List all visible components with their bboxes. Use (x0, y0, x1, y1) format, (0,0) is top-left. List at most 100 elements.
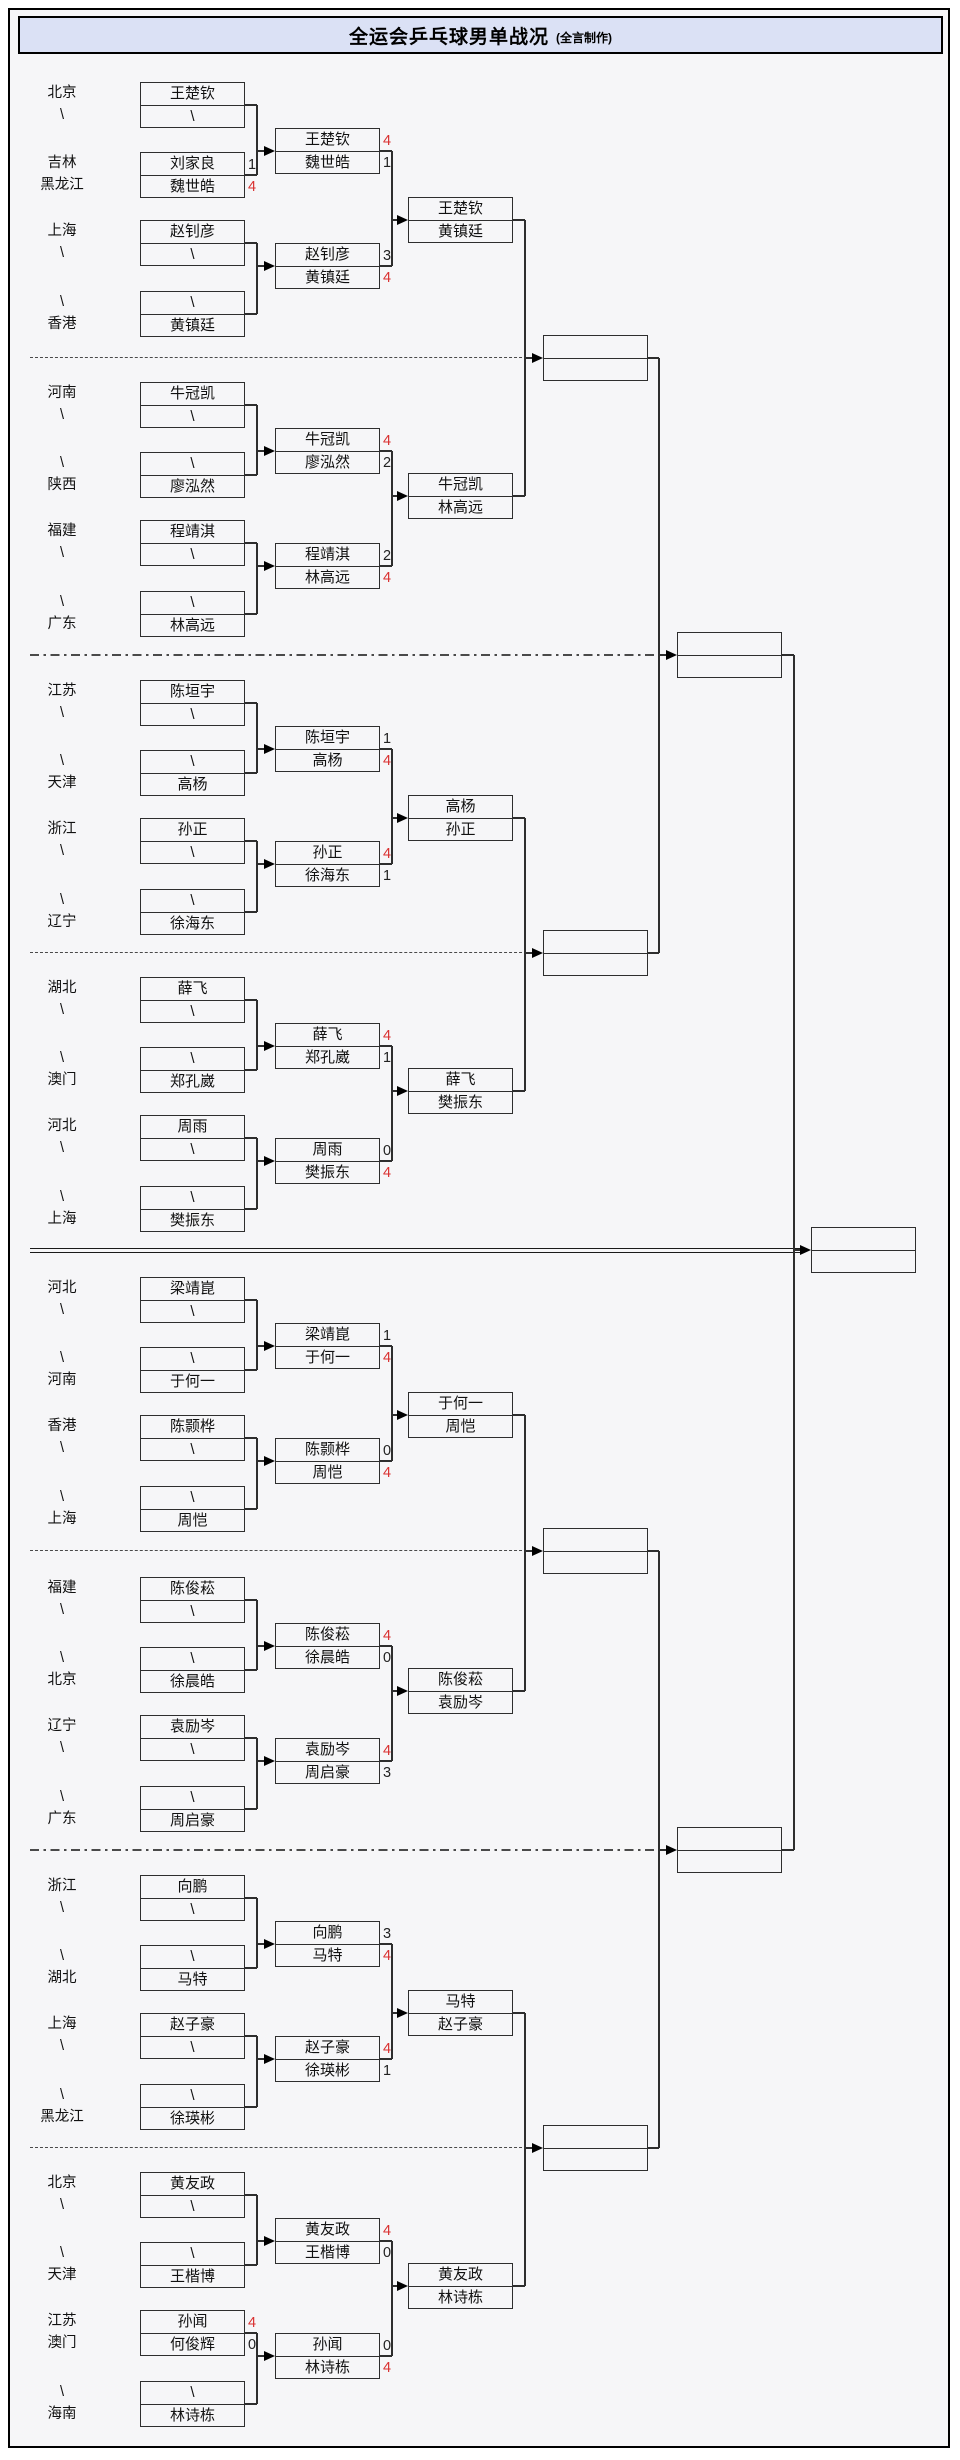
quarterfinal-box (543, 1528, 648, 1574)
connector-line (513, 2285, 525, 2287)
section-divider (30, 1550, 532, 1552)
connector-line (380, 748, 392, 750)
province-label: \ (59, 1350, 65, 1366)
connector-line (245, 1299, 257, 1301)
province-label: 香港 (47, 1418, 77, 1434)
connector-line (257, 1645, 266, 1647)
arrow-right-icon (397, 2280, 408, 2291)
connector-line (257, 150, 266, 152)
connector-line (245, 104, 257, 106)
arrow-right-icon (397, 1409, 408, 1420)
connector-line (391, 1346, 393, 1461)
connector-line (245, 542, 257, 544)
player-cell: 徐晨皓 (304, 1648, 350, 1666)
score-label: 4 (383, 132, 392, 149)
connector-line (245, 474, 257, 476)
player-cell: 徐瑛彬 (304, 2061, 350, 2079)
connector-line (257, 1760, 266, 1762)
connector-line (392, 2285, 399, 2287)
player-cell: 高杨 (177, 775, 208, 793)
connector-line (391, 151, 393, 266)
province-label: 天津 (47, 2267, 77, 2283)
quarterfinal-box (543, 335, 648, 381)
score-label: 3 (383, 1764, 392, 1781)
province-label: \ (59, 245, 65, 261)
player-cell: 黄友政 (141, 2173, 244, 2196)
score-label: 0 (383, 1442, 392, 1459)
province-label: 吉林 (47, 155, 77, 171)
connector-line (380, 565, 392, 567)
arrow-right-icon (264, 145, 275, 156)
round2-box: 赵子豪徐瑛彬 (275, 2036, 380, 2082)
player-cell: \ (190, 843, 195, 861)
connector-line (513, 1690, 525, 1692)
connector-line (257, 2240, 266, 2242)
player-cell: 樊振东 (169, 1211, 215, 1229)
outer-frame (8, 8, 950, 2448)
connector-line (391, 749, 393, 864)
round2-box: 牛冠凯廖泓然 (275, 428, 380, 474)
connector-line (245, 1808, 257, 1810)
connector-line (659, 1849, 668, 1851)
round1-box: 赵子豪\ (140, 2013, 245, 2059)
province-label: 海南 (47, 2406, 77, 2422)
connector-line (245, 772, 257, 774)
province-label: 澳门 (47, 2335, 77, 2351)
round2-box: 赵钊彦黄镇廷 (275, 243, 380, 289)
province-label: 上海 (47, 1211, 77, 1227)
round1-box: 赵钊彦\ (140, 220, 245, 266)
connector-line (392, 817, 399, 819)
province-label: 福建 (47, 523, 77, 539)
player-cell: 徐晨皓 (169, 1672, 215, 1690)
player-cell: 梁靖崑 (141, 1278, 244, 1301)
connector-line (380, 1345, 392, 1347)
arrow-right-icon (264, 743, 275, 754)
connector-line (391, 451, 393, 566)
arrow-right-icon (264, 445, 275, 456)
player-cell (678, 633, 781, 656)
round1-box: \徐晨皓 (140, 1647, 245, 1693)
player-cell: 樊振东 (437, 1093, 483, 1111)
connector-line (256, 543, 258, 614)
player-cell: 程靖淇 (276, 544, 379, 567)
arrow-right-icon (666, 649, 677, 660)
round1-box: \徐瑛彬 (140, 2084, 245, 2130)
score-label: 4 (383, 569, 392, 586)
connector-line (245, 174, 257, 176)
score-label: 4 (383, 1027, 392, 1044)
connector-line (245, 1437, 257, 1439)
player-cell: 孙闻 (141, 2311, 244, 2334)
connector-line (257, 265, 266, 267)
province-label: \ (59, 705, 65, 721)
province-label: \ (59, 1740, 65, 1756)
province-label: \ (59, 1650, 65, 1666)
province-label: \ (59, 1948, 65, 1964)
player-cell: 廖泓然 (169, 477, 215, 495)
player-cell: 牛冠凯 (141, 383, 244, 406)
player-cell: 向鹏 (276, 1922, 379, 1945)
final-box (811, 1227, 916, 1273)
connector-line (380, 1045, 392, 1047)
province-label: \ (59, 892, 65, 908)
connector-line (256, 405, 258, 475)
player-cell: \ (190, 545, 195, 563)
province-label: 广东 (47, 616, 77, 632)
arrow-right-icon (532, 352, 543, 363)
connector-line (245, 840, 257, 842)
round2-box: 周雨樊振东 (275, 1138, 380, 1184)
connector-line (524, 2013, 526, 2286)
score-label: 4 (383, 1464, 392, 1481)
connector-line (659, 654, 668, 656)
connector-line (257, 450, 266, 452)
score-label: 2 (383, 547, 392, 564)
score-label: 1 (383, 2062, 392, 2079)
round1-box: 孙正\ (140, 818, 245, 864)
connector-line (256, 1300, 258, 1370)
round3-box: 王楚钦黄镇廷 (408, 197, 513, 243)
connector-line (257, 1345, 266, 1347)
connector-line (380, 1645, 392, 1647)
connector-line (257, 1460, 266, 1462)
player-cell: 周恺 (445, 1417, 476, 1435)
connector-line (380, 863, 392, 865)
section-divider (30, 654, 666, 656)
